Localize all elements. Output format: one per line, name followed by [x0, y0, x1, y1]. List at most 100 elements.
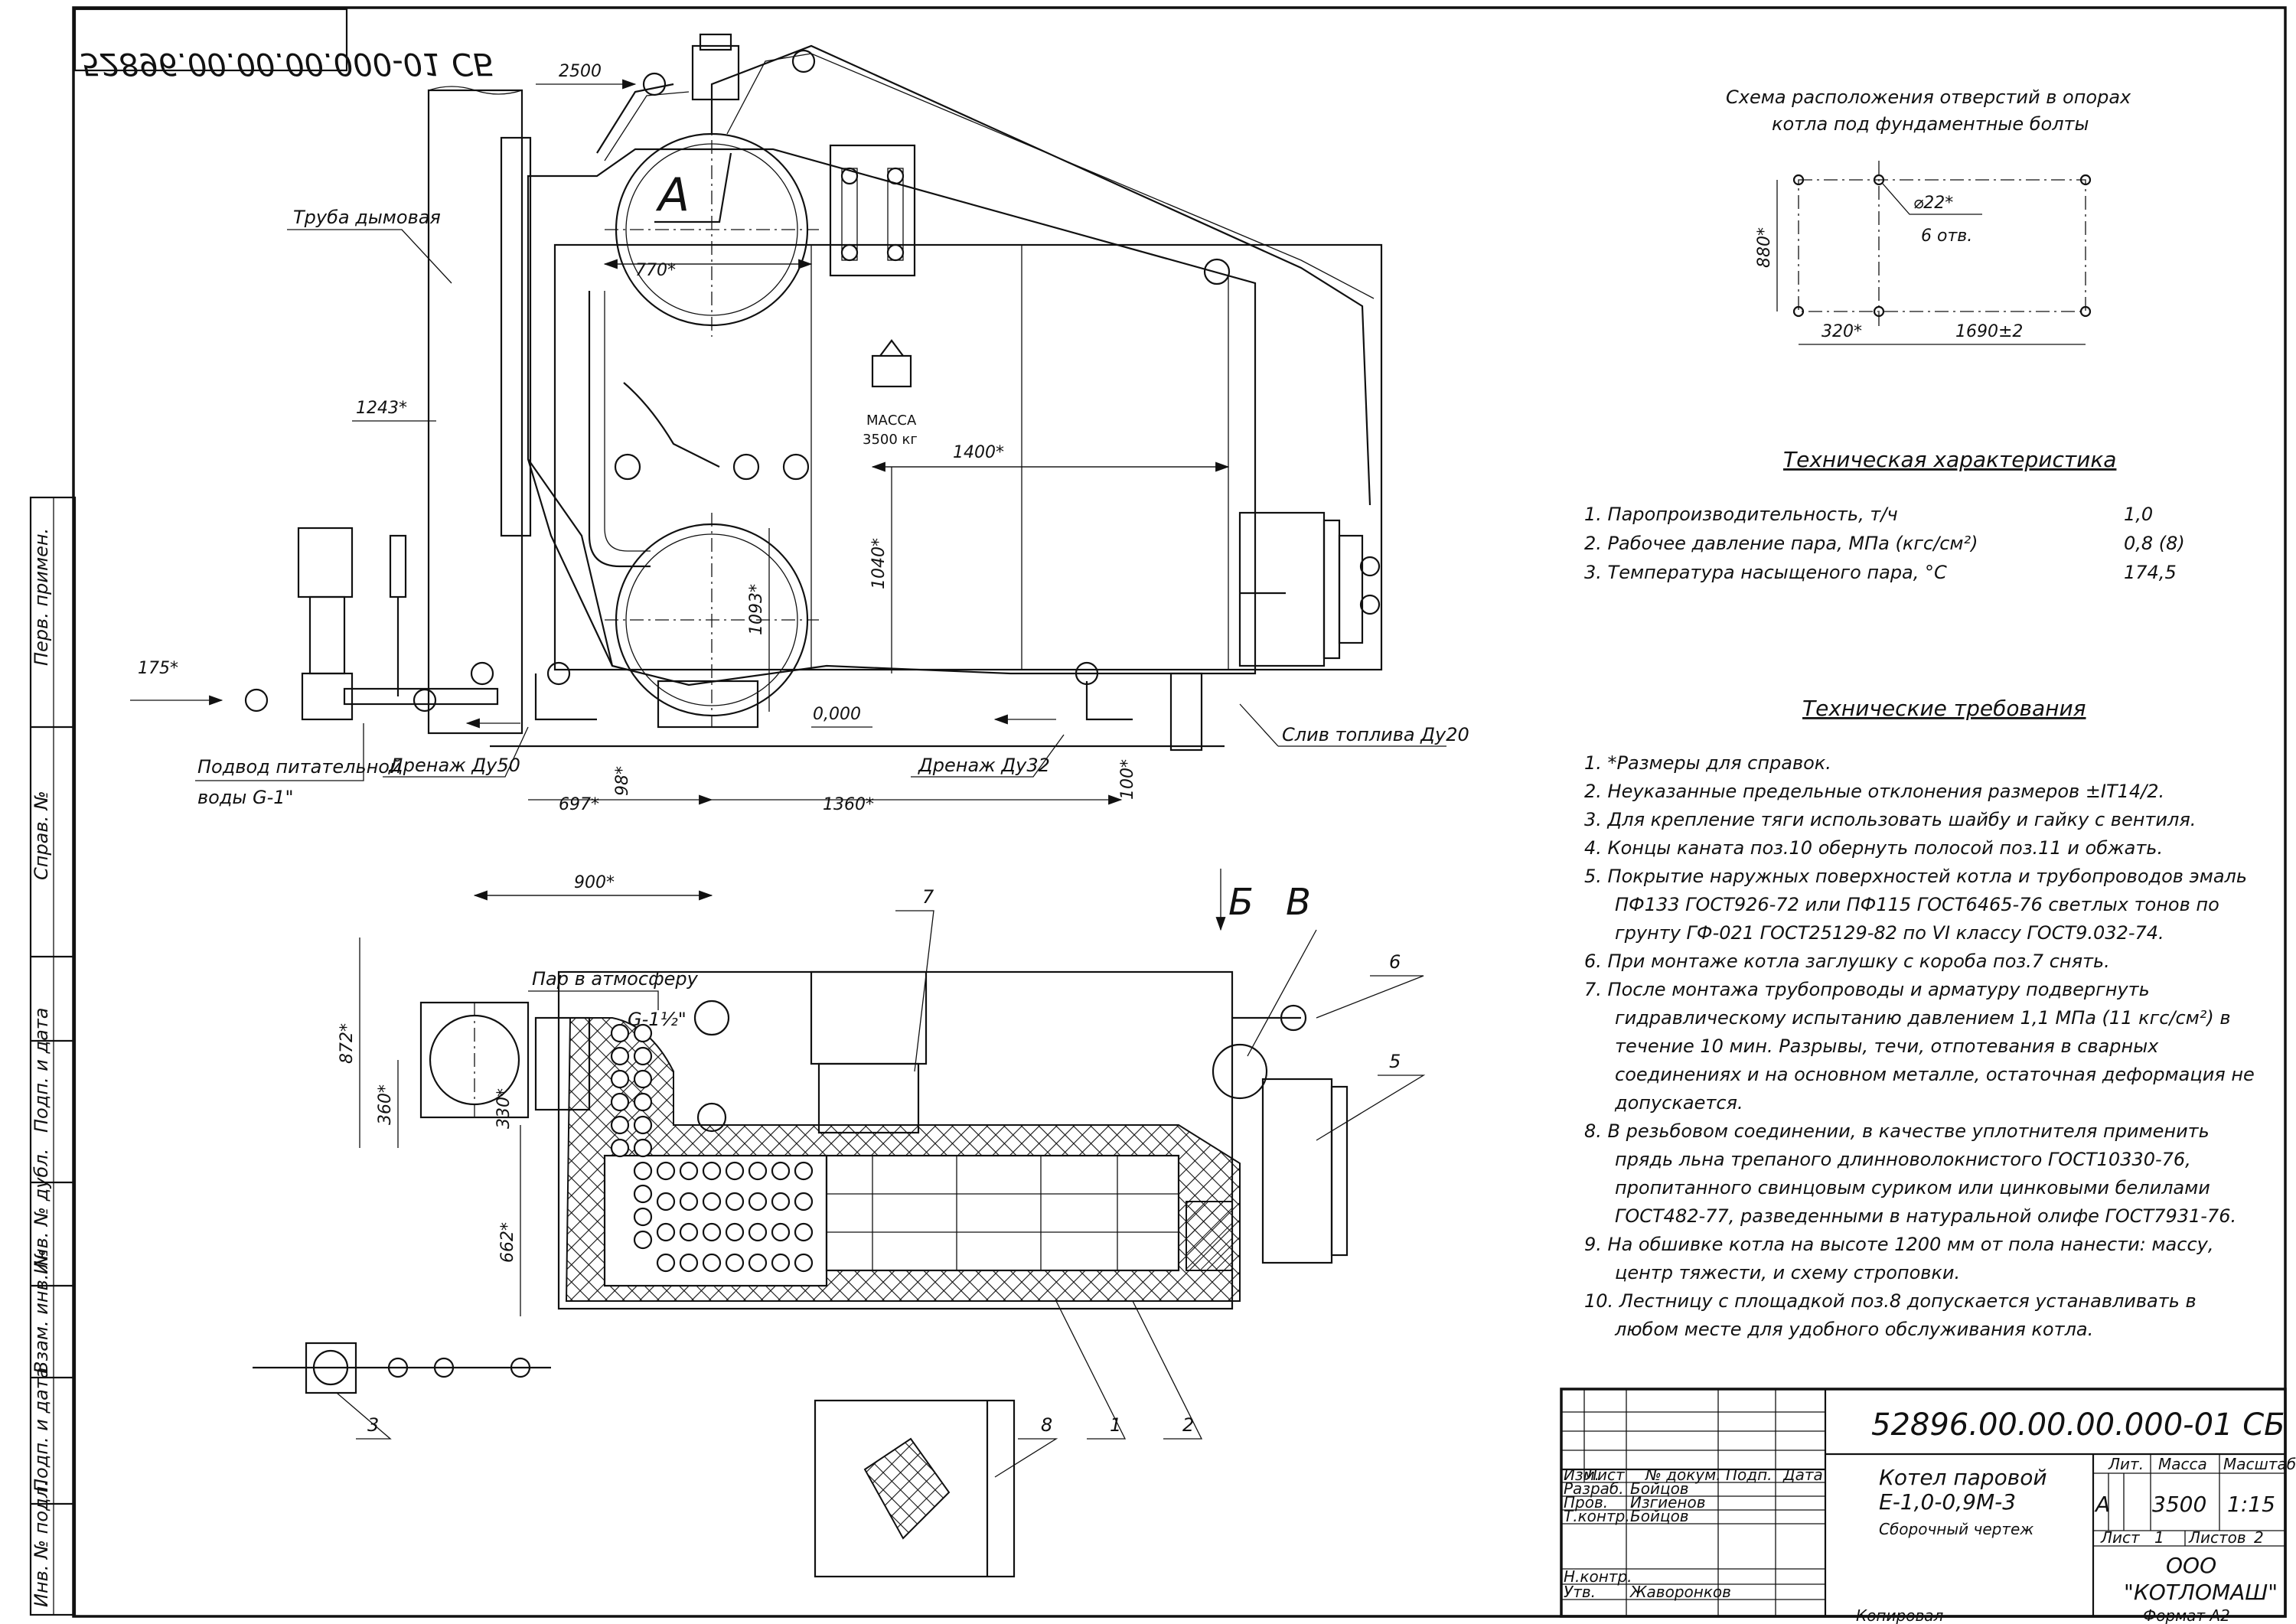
strip-sprav-no: Справ. № — [31, 791, 52, 880]
dim-0: 0,000 — [813, 705, 861, 724]
req-line-13: допускается. — [1614, 1092, 1743, 1114]
holes-title-2: котла под фундаментные болты — [1772, 113, 2089, 135]
label-feed-water-2: воды G-1" — [197, 787, 294, 808]
dim-1360: 1360* — [823, 795, 874, 814]
tb-org-2: "КОТЛОМАШ" — [2124, 1580, 2278, 1605]
label-drain-32: Дренаж Ду32 — [918, 755, 1050, 776]
platform — [814, 1399, 1016, 1578]
tb-sheet-label: Лист — [2100, 1528, 2141, 1547]
label-feed-water: Подвод питательной — [197, 756, 402, 778]
callout-3: 3 — [367, 1414, 379, 1436]
plan-label-v: В — [1286, 881, 1311, 924]
dim-697: 697* — [559, 795, 599, 814]
dim-98: 98* — [613, 766, 632, 796]
dim-872: 872* — [338, 1023, 357, 1064]
tb-name-1: Котел паровой — [1879, 1465, 2047, 1490]
dim-1243: 1243* — [356, 399, 407, 418]
req-line-14: 8. В резьбовом соединении, в качестве уп… — [1584, 1120, 2210, 1142]
tb-scale-value: 1:15 — [2227, 1492, 2275, 1517]
req-line-20: 10. Лестницу с площадкой поз.8 допускает… — [1584, 1290, 2197, 1312]
dim-100: 100* — [1118, 759, 1137, 800]
req-line-6: ПФ133 ГОСТ926-72 или ПФ115 ГОСТ6465-76 с… — [1615, 894, 2219, 915]
tb-role-prov: Пров. — [1564, 1493, 1608, 1511]
strip-inv-podl: Инв. № подл. — [31, 1480, 52, 1607]
tb-format: Формат А2 — [2143, 1606, 2230, 1624]
req-line-8: 6. При монтаже котла заглушку с короба п… — [1584, 951, 2110, 972]
dim-662: 662* — [498, 1222, 517, 1263]
tb-name-3: Сборочный чертеж — [1879, 1520, 2033, 1538]
holes-title-1: Схема расположения отверстий в опорах — [1726, 86, 2131, 108]
side-strip-frame — [29, 496, 77, 1616]
tb-col-izm: Изм. — [1564, 1466, 1600, 1484]
tb-name-razrab: Бойцов — [1630, 1479, 1689, 1498]
steam-out: Пар в атмосферу — [532, 968, 699, 990]
tb-col-list: Лист — [1585, 1466, 1626, 1484]
strip-inv-dubl: Инв. № дубл. — [31, 1149, 52, 1274]
tb-mass-label: Масса — [2158, 1455, 2207, 1473]
dim-770: 770* — [635, 261, 676, 280]
label-fuel-drain: Слив топлива Ду20 — [1282, 724, 1469, 745]
callout-7: 7 — [922, 886, 934, 908]
tube-grid — [610, 1023, 814, 1273]
tb-role-nkontr: Н.контр. — [1564, 1567, 1632, 1586]
req-line-18: 9. На обшивке котла на высоте 1200 мм от… — [1584, 1234, 2213, 1255]
tb-doc-number: 52896.00.00.00.000-01 СБ — [1871, 1407, 2285, 1443]
tb-role-tkontr: Т.контр. — [1564, 1507, 1630, 1525]
req-line-3: 3. Для крепление тяги использовать шайбу… — [1584, 809, 2196, 830]
req-line-16: пропитанного свинцовым суриком или цинко… — [1615, 1177, 2210, 1198]
burner — [1238, 511, 1326, 667]
spec-row-3-label: 3. Температура насыщеного пара, °С — [1584, 562, 1947, 583]
boiler-body — [527, 148, 1257, 686]
strip-perv-primen: Перв. примен. — [31, 528, 52, 666]
sheet-frame — [72, 6, 2287, 1618]
dim-1690: 1690±2 — [1955, 322, 2023, 341]
drawing-number-rotated: 52896.00.00.00.000-01 СБ — [80, 46, 494, 81]
tb-lit-label: Лит. — [2108, 1455, 2144, 1473]
req-line-9: 7. После монтажа трубопроводы и арматуру… — [1584, 979, 2150, 1000]
strip-podp-data-1: Подп. и дата — [31, 1008, 52, 1133]
hole-count: 6 отв. — [1921, 227, 1972, 246]
tech-spec-title: Техническая характеристика — [1783, 447, 2116, 472]
callout-8: 8 — [1041, 1414, 1052, 1436]
side-strip: Перв. примен. Справ. № Подп. и дата Инв.… — [31, 528, 52, 1607]
plan-view: 900* 872* 360* 330* 662* Б В Пар в атмос… — [253, 869, 1426, 1578]
tb-col-doc: № докум. — [1645, 1466, 1721, 1484]
tb-copied: Копировал — [1856, 1606, 1943, 1624]
side-view: А МАССА 3500 кг — [130, 33, 1469, 814]
spec-row-2-value: 0,8 (8) — [2124, 533, 2185, 554]
tb-col-sign: Подп. — [1726, 1466, 1773, 1484]
dim-175: 175* — [138, 659, 178, 678]
title-block: 52896.00.00.00.000-01 СБ Котел паровой Е… — [1560, 1388, 2296, 1618]
holes-scheme: Схема расположения отверстий в опорах ко… — [1726, 86, 2131, 345]
label-smoke-pipe: Труба дымовая — [293, 207, 441, 228]
req-line-7: грунту ГФ-021 ГОСТ25129-82 по VI классу … — [1615, 922, 2164, 944]
req-line-21: любом месте для удобного обслуживания ко… — [1614, 1319, 2093, 1340]
view-label-a: А — [655, 168, 690, 222]
req-line-17: ГОСТ482-77, разведенными в натуральной о… — [1615, 1205, 2236, 1227]
dim-900: 900* — [574, 873, 615, 892]
tb-name-utv: Жаворонков — [1629, 1583, 1731, 1601]
dim-1400: 1400* — [953, 443, 1004, 462]
plan-label-b: Б — [1228, 881, 1254, 924]
req-line-5: 5. Покрытие наружных поверхностей котла … — [1584, 866, 2247, 887]
req-line-19: центр тяжести, и схему строповки. — [1615, 1262, 1960, 1283]
dim-1093: 1093* — [747, 584, 766, 635]
dim-2500: 2500 — [559, 62, 602, 81]
strip-vzam-inv: Взам. инв. № — [31, 1249, 52, 1374]
tb-role-razrab: Разраб. — [1564, 1479, 1624, 1498]
hole-dia: ⌀22* — [1913, 194, 1953, 213]
tb-sheet-value: 1 — [2154, 1528, 2164, 1547]
tb-mass-value: 3500 — [2152, 1492, 2206, 1517]
mass-value: 3500 кг — [863, 432, 918, 448]
callout-6: 6 — [1389, 951, 1401, 973]
req-line-10: гидравлическому испытанию давлением 1,1 … — [1615, 1007, 2231, 1029]
tb-name-2: Е-1,0-0,9М-3 — [1879, 1489, 2016, 1515]
spec-row-1-value: 1,0 — [2124, 504, 2153, 525]
callout-1: 1 — [1110, 1414, 1121, 1436]
req-line-2: 2. Неуказанные предельные отклонения раз… — [1584, 781, 2164, 802]
req-line-12: соединениях и на основном металле, остат… — [1615, 1064, 2255, 1085]
req-line-11: течение 10 мин. Разрывы, течи, отпотеван… — [1615, 1035, 2159, 1057]
tb-role-utv: Утв. — [1564, 1583, 1596, 1601]
tb-sheets-label: Листов — [2188, 1528, 2246, 1547]
